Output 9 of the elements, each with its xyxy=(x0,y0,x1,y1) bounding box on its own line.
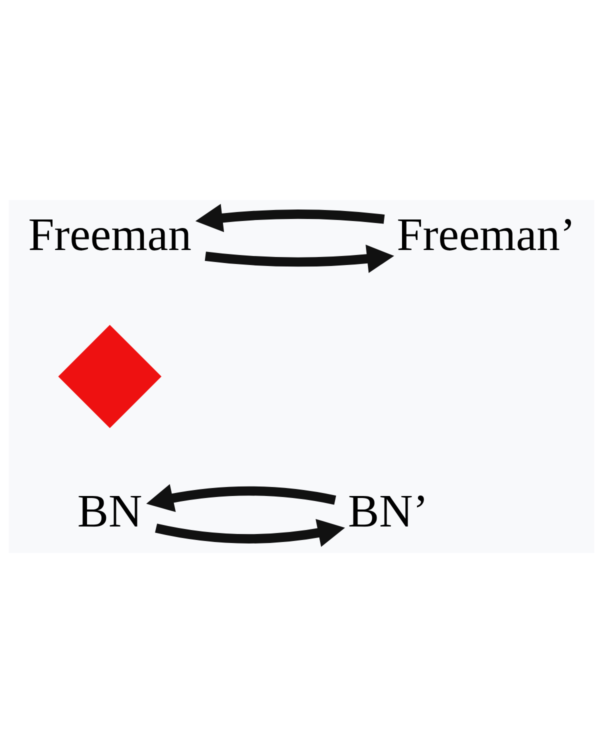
arrow xyxy=(146,484,336,512)
node-cross xyxy=(58,324,162,428)
node-text: BN xyxy=(77,486,142,538)
node-text: Freeman xyxy=(28,208,192,261)
node-text: BN’ xyxy=(348,486,428,538)
arrow xyxy=(195,204,385,232)
node-text: Freeman’ xyxy=(396,208,576,261)
arrow xyxy=(204,244,394,273)
arrow xyxy=(155,518,345,547)
